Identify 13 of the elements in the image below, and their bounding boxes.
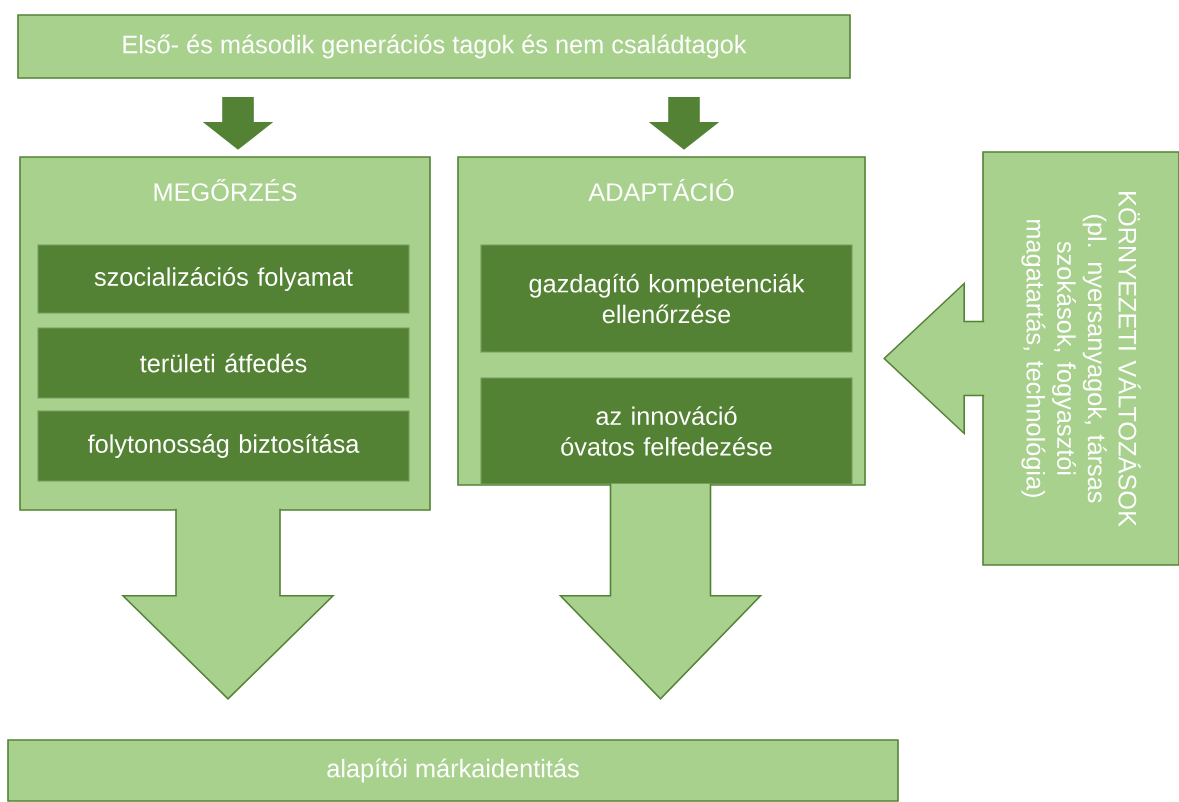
- item-box: az innováció óvatos felfedezése: [480, 377, 853, 485]
- block-arrow: [202, 97, 274, 150]
- block-arrow: [648, 97, 720, 150]
- label-band: alapítói márkaidentitás: [7, 739, 899, 802]
- label-band: Első- és második generációs tagok és nem családtagok: [17, 14, 851, 79]
- side-box: KÖRNYEZETI VÁLTOZÁSOK (pl. nyersanyagok, társas szokások, fogyasztói magatartás, technológia): [982, 151, 1179, 566]
- item-box: területi átfedés: [37, 327, 410, 399]
- item-box: szocializációs folyamat: [37, 244, 410, 314]
- item-box: gazdagító kompetenciák ellenőrzése: [480, 244, 853, 353]
- block-arrow: [558, 483, 763, 700]
- block-arrow: [121, 508, 335, 700]
- item-box: folytonosság biztosítása: [37, 410, 410, 482]
- block-arrow: [883, 281, 985, 436]
